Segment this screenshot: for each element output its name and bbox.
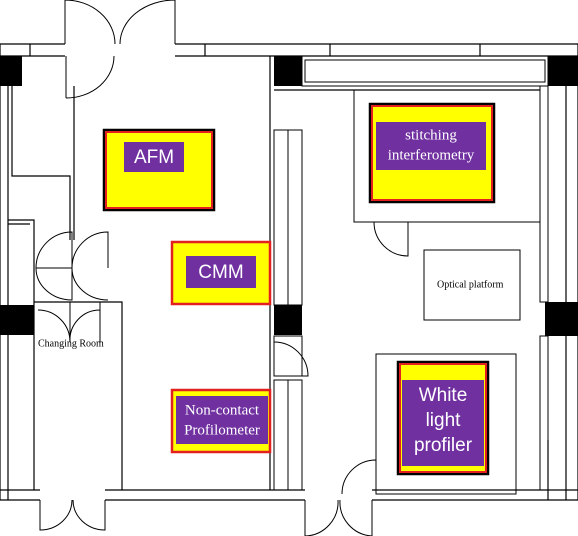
doors: [35, 0, 409, 536]
top-window-frame: [301, 55, 549, 87]
profilometer-label-line2: Profilometer: [184, 422, 260, 438]
white-light-profiler-station: White light profiler: [396, 360, 490, 476]
afm-label-box: [124, 142, 184, 172]
optical-platform-table: [423, 249, 521, 321]
profilometer-station: Non-contact Profilometer: [170, 388, 272, 454]
profilometer-label-box: [176, 396, 268, 444]
interferometry-label-line2: interferometry: [388, 147, 475, 163]
interferometry-room: [353, 89, 541, 223]
white-light-profiler-label-line3: profiler: [414, 435, 473, 456]
cmm-label-box: [186, 256, 256, 288]
cmm-label: CMM: [198, 262, 243, 283]
optical-platform-label: Optical platform: [437, 279, 504, 290]
cmm-station: CMM: [170, 240, 272, 306]
top-window-inner: [304, 59, 546, 83]
cabinets: [273, 129, 303, 491]
changing-room-label: Changing Room: [38, 338, 104, 349]
pillars: [0, 56, 578, 336]
interferometry-station: stitching interferometry: [368, 102, 496, 204]
afm-label: AFM: [134, 147, 174, 168]
white-light-profiler-label-box: [402, 380, 484, 466]
afm-station: AFM: [102, 128, 216, 212]
white-light-room: [375, 353, 517, 495]
interferometry-label-box: [376, 122, 486, 170]
profilometer-label-line1: Non-contact: [185, 402, 260, 418]
white-light-profiler-label-line2: light: [426, 410, 462, 431]
white-light-profiler-label-line1: White: [419, 385, 468, 406]
interferometry-label-line1: stitching: [405, 127, 457, 143]
right-window: [539, 85, 549, 491]
